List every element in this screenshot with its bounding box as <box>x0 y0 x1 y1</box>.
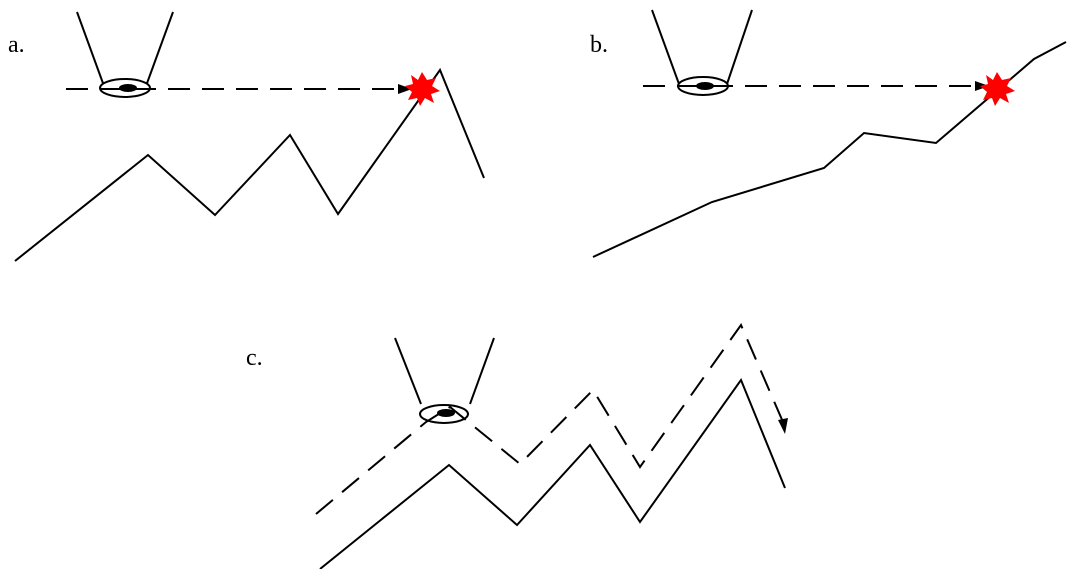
probe-nozzle <box>394 337 495 424</box>
probe-trajectory <box>315 322 788 515</box>
panel-b-label: b. <box>590 32 608 58</box>
panel-a: a. <box>8 11 485 262</box>
probe-nozzle <box>651 9 753 96</box>
panel-a-label: a. <box>8 32 25 58</box>
probe-nozzle <box>76 11 174 98</box>
surface-profile <box>592 41 1067 258</box>
collision-burst <box>405 72 440 106</box>
panel-b: b. <box>590 9 1067 258</box>
panel-c-label: c. <box>246 345 263 371</box>
probe-trajectory <box>66 84 412 94</box>
collision-burst <box>980 72 1015 106</box>
panel-c: c. <box>246 322 788 569</box>
surface-profile <box>319 377 786 569</box>
surface-profile <box>14 67 485 262</box>
